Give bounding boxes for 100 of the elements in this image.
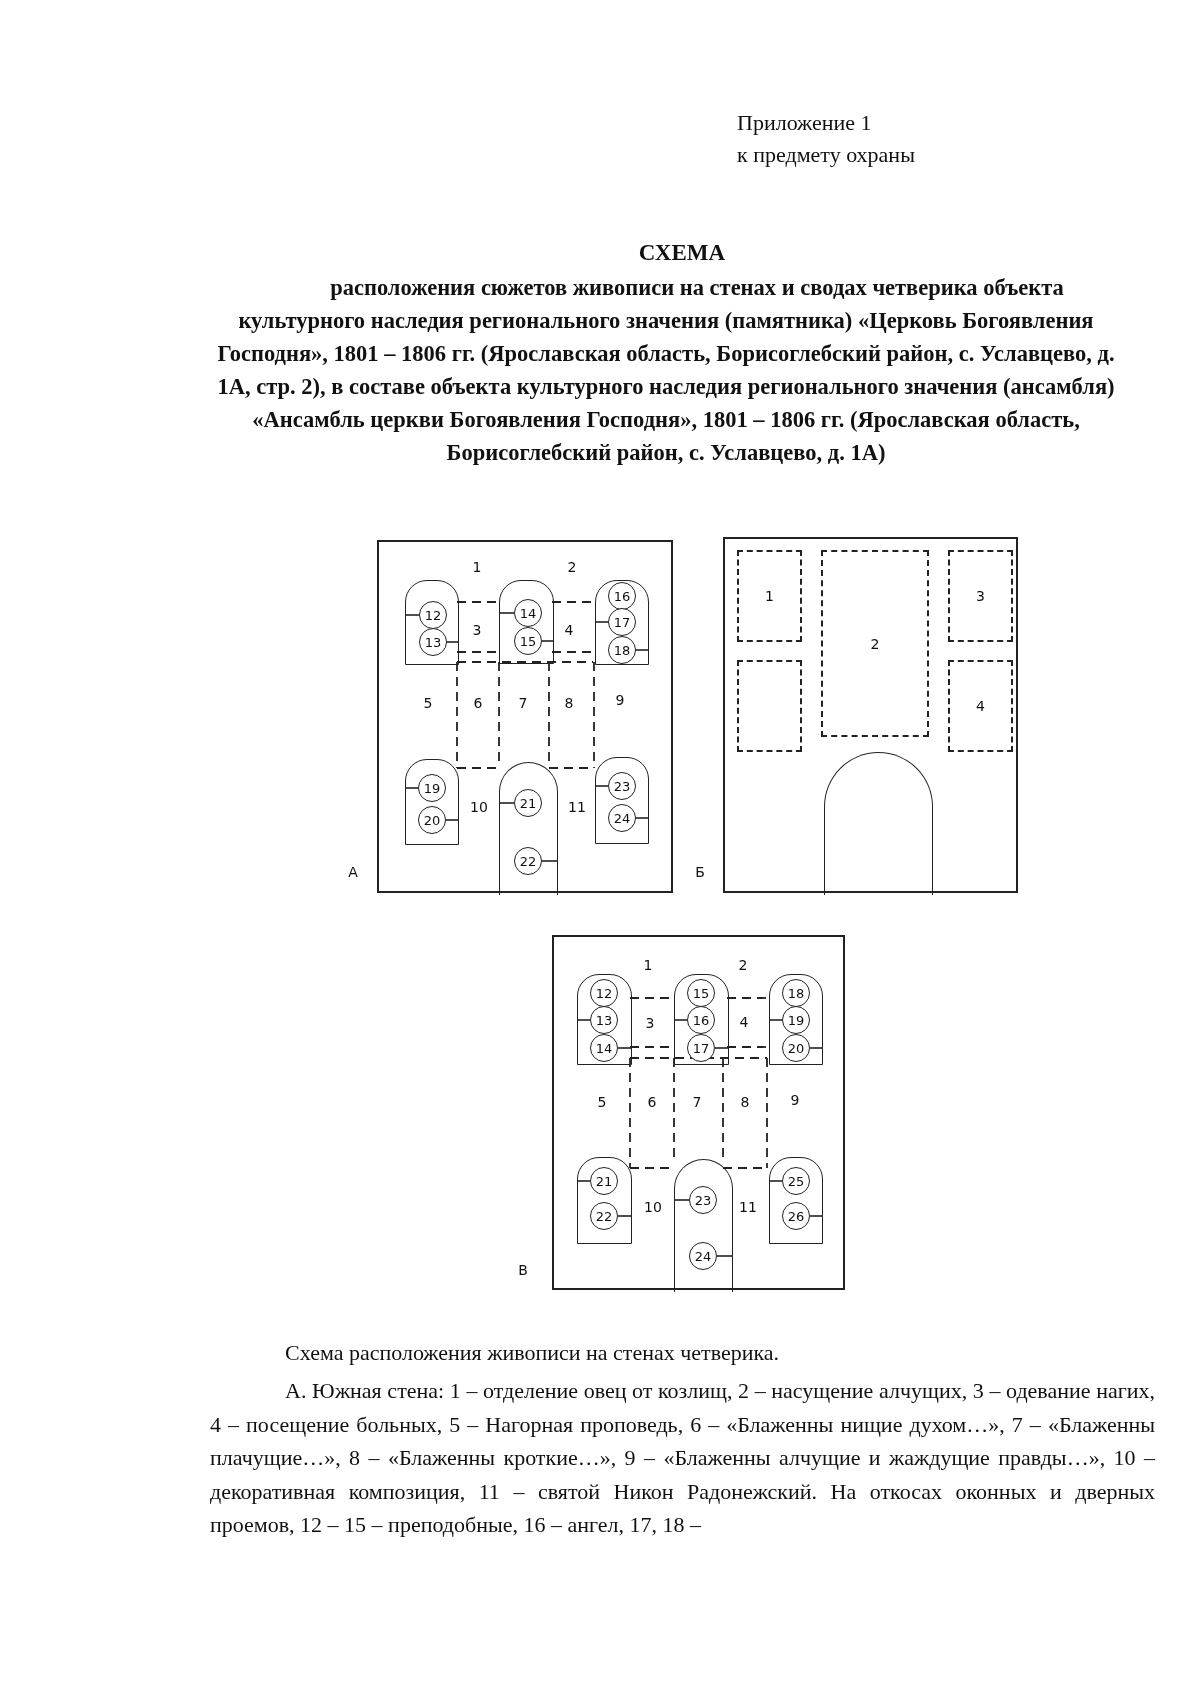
number-circle: 24 <box>689 1242 717 1270</box>
title: СХЕМА <box>637 240 727 266</box>
leader-line <box>674 1199 690 1201</box>
leader-line <box>541 860 558 862</box>
number-circle: 19 <box>782 1006 810 1034</box>
subtitle: расположения сюжетов живописи на стенах и сводах четверика объекта культурного наследия регионального значения (памятника) «Церковь Богоявления Господня», 1801 – 1806 гг. (Ярославская область, Борисоглебский район, с. Уславцево, д. 1А, стр. 2), в составе объекта культурного наследия регионального значения (ансамбля) «Ансамбль церкви Богоявления Господня», 1801 – 1806 гг. (Ярославская область, Борисоглебский район, с. Уславцево, д. 1А) <box>216 274 1116 467</box>
number-circle: 14 <box>514 599 542 627</box>
number-circle: 17 <box>687 1034 715 1062</box>
number-circle: 15 <box>687 979 715 1007</box>
painting-zone: 1 <box>737 550 802 642</box>
window-arch <box>769 974 823 1065</box>
leader-line <box>445 819 459 821</box>
region-number: 1 <box>472 559 482 575</box>
wall-panel <box>723 537 1018 893</box>
leader-line <box>446 641 459 643</box>
description-paragraph: А. Южная стена: 1 – отделение овец от козлищ, 2 – насущение алчущих, 3 – одевание нагих, 4 – посещение больных, 5 – Нагорная проповедь, 6 – «Блаженны нищие духом…», 7 – «Блаженны плачущие…», 8 – «Блаженны кроткие…», 9 – «Блаженны алчущие и жаждущие правды…», 10 – декоративная композиция, 11 – святой Никон Радонежский. На откосах оконных и дверных проемов, 12 – 15 – преподобные, 16 – ангел, 17, 18 – <box>210 1377 1155 1539</box>
leader-line <box>809 1047 823 1049</box>
leader-line <box>716 1255 733 1257</box>
leader-line <box>769 1019 783 1021</box>
region-number: 3 <box>472 622 482 638</box>
number-circle: 20 <box>782 1034 810 1062</box>
region-number: 10 <box>470 799 488 815</box>
number-circle: 16 <box>687 1006 715 1034</box>
number-circle: 12 <box>419 601 447 629</box>
window-arch <box>405 580 459 665</box>
leader-line <box>577 1180 591 1182</box>
window-arch <box>595 580 649 665</box>
leader-line <box>617 1047 632 1049</box>
wall-panel <box>552 935 845 1290</box>
number-circle: 18 <box>608 636 636 664</box>
region-number: 4 <box>739 1014 749 1030</box>
number-circle: 15 <box>514 627 542 655</box>
region-number: 2 <box>738 957 748 973</box>
region-number: 9 <box>790 1092 800 1108</box>
region-number: 5 <box>423 695 433 711</box>
number-circle: 23 <box>608 772 636 800</box>
number-circle: 12 <box>590 979 618 1007</box>
region-number: 11 <box>568 799 586 815</box>
region-number: 4 <box>564 622 574 638</box>
leader-line <box>635 649 649 651</box>
window-arch <box>769 1157 823 1244</box>
number-circle: 21 <box>590 1167 618 1195</box>
header-note: Приложение 1 <box>737 110 872 136</box>
leader-line <box>769 1180 783 1182</box>
painting-zone: 3 <box>948 550 1013 642</box>
caption-line: Схема расположения живописи на стенах четверика. <box>285 1340 780 1366</box>
leader-line <box>577 1019 591 1021</box>
door-arch <box>674 1159 733 1292</box>
window-arch <box>674 974 729 1065</box>
leader-line <box>714 1047 729 1049</box>
leader-line <box>674 1019 688 1021</box>
region-number: 8 <box>740 1094 750 1110</box>
leader-line <box>635 817 649 819</box>
region-number: 7 <box>518 695 528 711</box>
number-circle: 22 <box>590 1202 618 1230</box>
window-arch <box>499 580 554 664</box>
door-arch <box>499 762 558 895</box>
painting-zone <box>737 660 802 752</box>
panel-letter: А <box>348 864 358 880</box>
region-number: 3 <box>645 1015 655 1031</box>
region-number: 6 <box>473 695 483 711</box>
leader-line <box>617 1215 632 1217</box>
leader-line <box>595 785 609 787</box>
number-circle: 25 <box>782 1167 810 1195</box>
number-circle: 23 <box>689 1186 717 1214</box>
region-number: 6 <box>647 1094 657 1110</box>
region-number: 10 <box>644 1199 662 1215</box>
number-circle: 13 <box>590 1006 618 1034</box>
region-number: 11 <box>739 1199 757 1215</box>
leader-line <box>595 621 609 623</box>
number-circle: 22 <box>514 847 542 875</box>
header-note: к предмету охраны <box>737 142 915 168</box>
leader-line <box>499 612 515 614</box>
leader-line <box>405 787 419 789</box>
region-number: 8 <box>564 695 574 711</box>
number-circle: 14 <box>590 1034 618 1062</box>
door-arch <box>824 752 933 895</box>
panel-letter: Б <box>695 864 705 880</box>
window-arch <box>577 974 632 1065</box>
region-number: 5 <box>597 1094 607 1110</box>
window-arch <box>577 1157 632 1244</box>
number-circle: 17 <box>608 608 636 636</box>
panel-letter: В <box>518 1262 528 1278</box>
region-number: 2 <box>567 559 577 575</box>
region-number: 9 <box>615 692 625 708</box>
number-circle: 20 <box>418 806 446 834</box>
window-arch <box>595 757 649 844</box>
number-circle: 21 <box>514 789 542 817</box>
leader-line <box>541 640 554 642</box>
number-circle: 18 <box>782 979 810 1007</box>
number-circle: 24 <box>608 804 636 832</box>
region-number: 7 <box>692 1094 702 1110</box>
wall-panel <box>377 540 673 893</box>
leader-line <box>405 614 420 616</box>
number-circle: 19 <box>418 774 446 802</box>
leader-line <box>499 802 515 804</box>
leader-line <box>809 1215 823 1217</box>
number-circle: 13 <box>419 628 447 656</box>
painting-zone: 2 <box>821 550 929 737</box>
number-circle: 16 <box>608 582 636 610</box>
